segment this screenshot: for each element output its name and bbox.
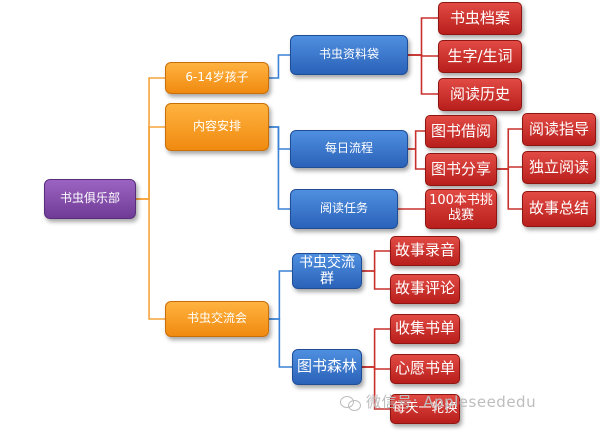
node-exchange-group[interactable]: 书虫交流群	[292, 253, 362, 289]
wechat-icon	[340, 394, 362, 411]
link-content-task	[269, 126, 290, 210]
node-content-plan[interactable]: 内容安排	[165, 103, 269, 151]
link-exchange-forest	[269, 318, 292, 368]
node-review[interactable]: 故事评论	[390, 274, 460, 304]
node-independent[interactable]: 独立阅读	[522, 151, 596, 184]
link-resource-archive	[408, 17, 438, 56]
node-collect[interactable]: 收集书单	[390, 314, 460, 344]
node-resource-bag[interactable]: 书虫资料袋	[290, 35, 408, 75]
link-exchange-group	[269, 270, 292, 320]
link-resource-history	[408, 54, 438, 95]
node-archive[interactable]: 书虫档案	[438, 2, 522, 35]
node-kids[interactable]: 6-14岁孩子	[165, 62, 269, 94]
node-reading-task[interactable]: 阅读任务	[290, 189, 398, 229]
node-daily-flow[interactable]: 每日流程	[290, 130, 408, 168]
node-forest[interactable]: 图书森林	[292, 349, 362, 385]
node-challenge[interactable]: 100本书挑战赛	[425, 189, 497, 229]
link-forest-rotation	[362, 366, 390, 410]
link-root-exchange	[136, 198, 165, 320]
node-share[interactable]: 图书分享	[425, 153, 497, 186]
root-node[interactable]: 书虫俱乐部	[44, 179, 136, 219]
watermark-text: 微信号: Appleseededu	[366, 393, 537, 411]
node-history[interactable]: 阅读历史	[438, 78, 522, 111]
link-content-daily	[269, 126, 290, 150]
link-forest-collect	[362, 328, 390, 368]
node-rotation[interactable]: 每天一轮换	[390, 394, 460, 424]
node-guide[interactable]: 阅读指导	[522, 113, 596, 146]
link-daily-share	[408, 148, 425, 170]
link-daily-borrow	[408, 130, 425, 150]
link-kids-resource	[269, 54, 290, 79]
node-wish[interactable]: 心愿书单	[390, 354, 460, 384]
wechat-watermark: 微信号: Appleseededu	[340, 391, 536, 412]
node-recording[interactable]: 故事录音	[390, 236, 460, 266]
link-root-content	[136, 126, 165, 200]
link-share-guide	[497, 128, 522, 170]
node-vocab[interactable]: 生字/生词	[438, 40, 522, 73]
link-root-kids	[136, 77, 165, 200]
link-share-summary	[497, 168, 522, 210]
node-exchange[interactable]: 书虫交流会	[165, 301, 269, 337]
node-summary[interactable]: 故事总结	[522, 191, 596, 227]
link-group-review	[362, 270, 390, 290]
node-borrow[interactable]: 图书借阅	[425, 115, 497, 148]
link-group-recording	[362, 250, 390, 272]
